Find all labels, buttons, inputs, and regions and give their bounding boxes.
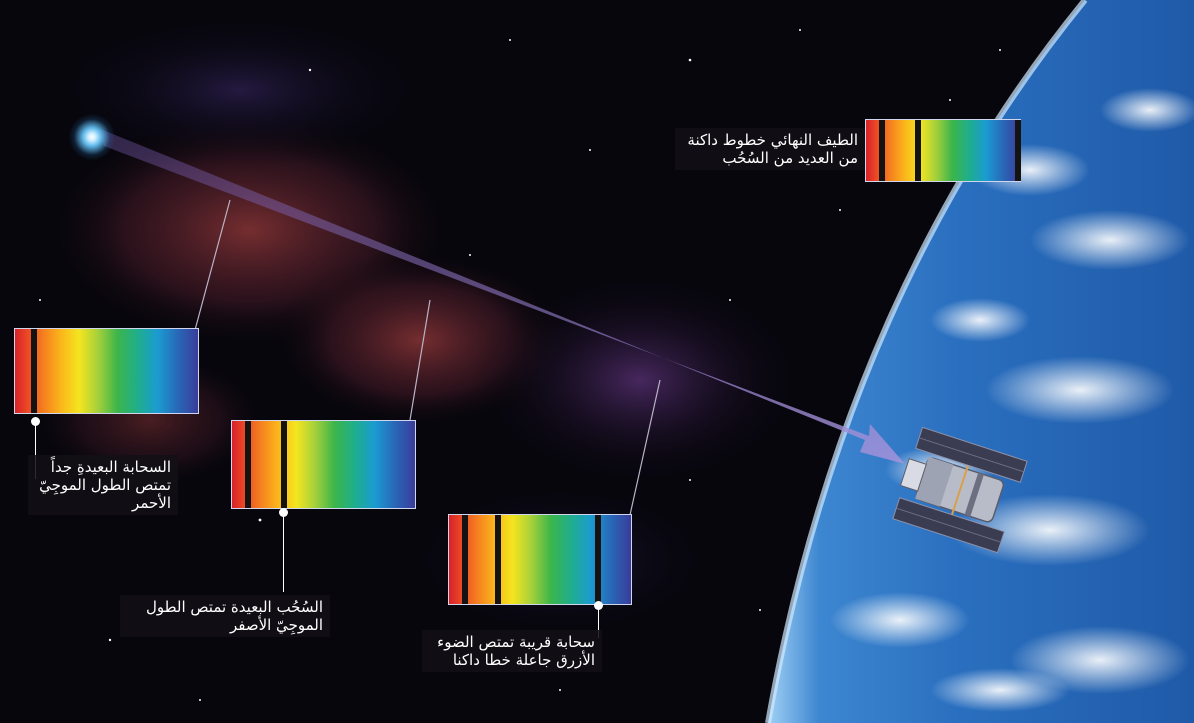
absorption-line-yellow (495, 515, 501, 604)
caption-near-cloud: سحابة قريبة تمتص الضوء الأزرق جاعلة خطا … (422, 630, 602, 672)
pointer-dot-blue (594, 601, 603, 610)
caption-final-spectrum: الطيف النهائي خطوط داكنة من العديد من ال… (675, 128, 865, 170)
absorption-line-blue (1015, 120, 1021, 181)
pointer-line-yellow (283, 512, 284, 592)
pointer-line-blue (598, 605, 599, 638)
star-icon (69, 114, 115, 160)
nebula-purple-1 (470, 270, 810, 490)
absorption-line-yellow (915, 120, 921, 181)
absorption-line-red (31, 329, 37, 413)
spectrum-near-cloud (448, 514, 632, 605)
spectrum-final (865, 119, 1021, 182)
earth-clouds (830, 88, 1194, 712)
absorption-line-red (462, 515, 468, 604)
absorption-line-red (879, 120, 885, 181)
absorption-line-red (245, 421, 251, 508)
caption-far-clouds: السُحُب البعيدة تمتص الطول الموجِيّ الأص… (120, 595, 330, 637)
spectrum-very-far-cloud (14, 328, 199, 414)
earth-atmosphere (765, 0, 1088, 723)
light-path-arrow (98, 128, 905, 464)
pointer-dot-yellow (279, 508, 288, 517)
nebula-purple-2 (40, 10, 440, 170)
caption-very-far-cloud: السحابة البعيدةِ جداً تمتص الطول الموجِي… (28, 455, 178, 515)
pointer-dot-red (31, 417, 40, 426)
absorption-line-yellow (281, 421, 287, 508)
pointer-line-red (35, 421, 36, 479)
connector-line-red (194, 199, 231, 331)
connector-line-yellow (409, 299, 431, 421)
background-stars (39, 29, 1001, 701)
spectrum-far-clouds (231, 420, 416, 509)
absorption-line-blue (595, 515, 601, 604)
hubble-telescope-icon (892, 426, 1028, 554)
connector-line-blue (629, 379, 661, 516)
